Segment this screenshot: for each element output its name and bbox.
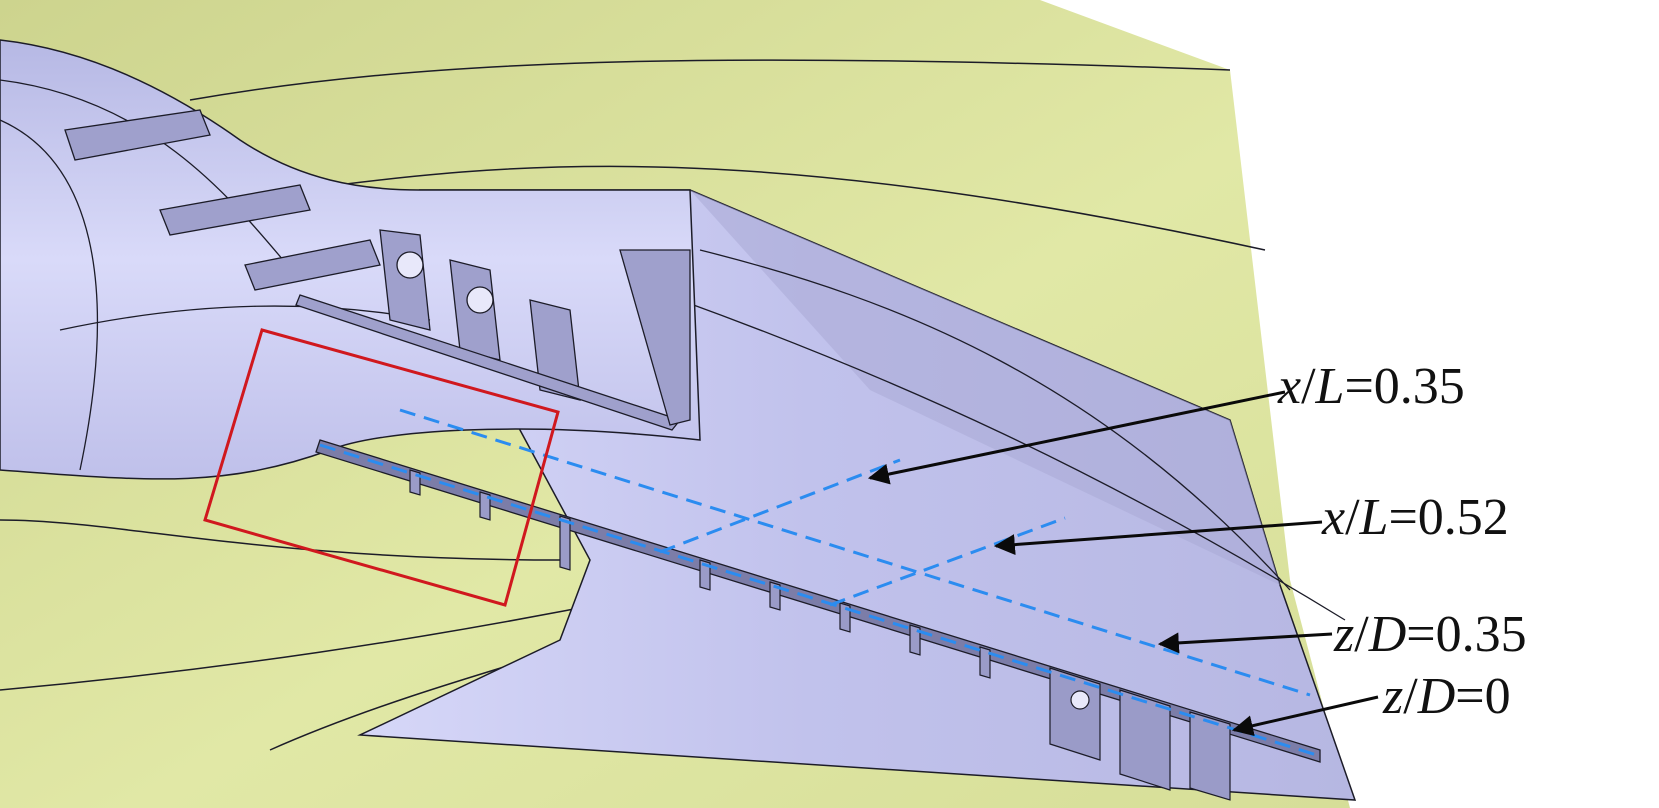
arrow-z-d-0 xyxy=(1231,695,1379,737)
arrow-z-d-0.35 xyxy=(1157,632,1333,654)
measurement-lines xyxy=(319,408,1321,758)
label-z-d-0.35: z/D=0.35 xyxy=(1333,606,1527,663)
annotation-labels: x/L=0.35 x/L=0.52 z/D=0.35 z/D=0 xyxy=(1277,358,1527,725)
arrow-x-l-0.35 xyxy=(867,390,1286,485)
arrow-x-l-0.52 xyxy=(993,520,1323,556)
label-x-l-0.52: x/L=0.52 xyxy=(1321,489,1509,546)
highlight-box xyxy=(203,328,560,607)
label-x-l-0.35: x/L=0.35 xyxy=(1277,358,1465,415)
line-x-l-0.35 xyxy=(659,458,901,554)
line-z-d-0.35 xyxy=(399,408,1311,697)
line-x-l-0.52 xyxy=(829,516,1066,607)
label-z-d-0: z/D=0 xyxy=(1382,668,1511,725)
leader-arrows xyxy=(867,390,1379,737)
internal-ribs xyxy=(64,109,691,431)
